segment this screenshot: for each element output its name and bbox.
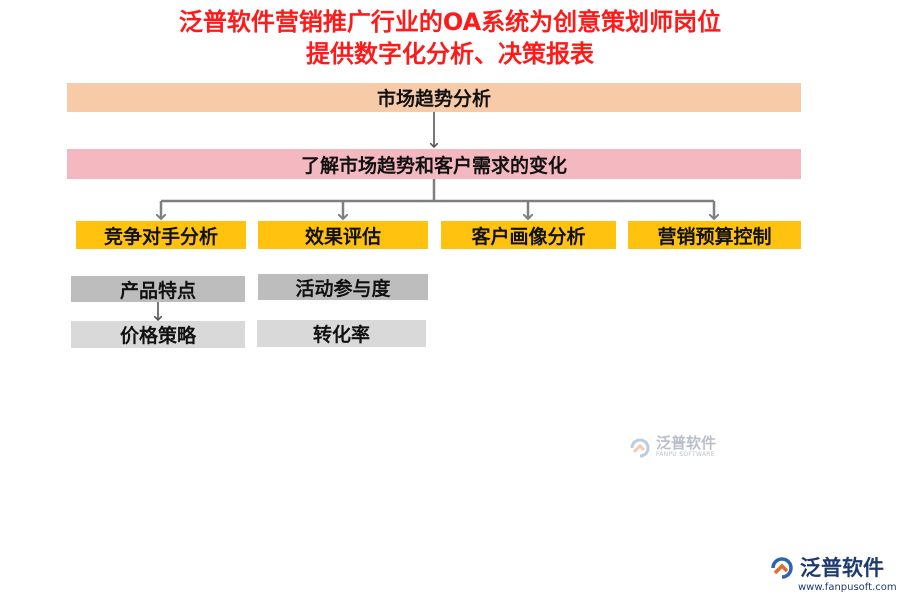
page-title-line-2: 提供数字化分析、决策报表 <box>306 40 594 68</box>
corner-logo: 泛普软件 www.fanpusoft.com <box>768 552 897 596</box>
node-marketing-budget-control: 营销预算控制 <box>628 221 801 249</box>
center-watermark: 泛普软件 FANPU SOFTWARE <box>628 432 728 464</box>
node-price-strategy: 价格策略 <box>71 321 245 348</box>
fanpu-corner-logo-icon <box>771 557 793 579</box>
corner-logo-url: www.fanpusoft.com <box>798 582 897 593</box>
node-understand-market-and-customer: 了解市场趋势和客户需求的变化 <box>67 149 801 179</box>
center-watermark-text: 泛普软件 <box>656 434 717 452</box>
node-competitor-analysis: 竞争对手分析 <box>76 221 246 249</box>
center-watermark-subtext: FANPU SOFTWARE <box>656 451 715 458</box>
corner-logo-text: 泛普软件 <box>800 556 884 580</box>
page-title-line-1: 泛普软件营销推广行业的OA系统为创意策划师岗位 <box>178 8 722 36</box>
node-activity-participation: 活动参与度 <box>258 274 428 300</box>
node-effect-evaluation: 效果评估 <box>258 221 428 249</box>
node-customer-persona-analysis: 客户画像分析 <box>441 221 616 249</box>
fanpu-logo-icon <box>630 438 650 458</box>
node-market-trend-analysis: 市场趋势分析 <box>67 83 801 112</box>
node-conversion-rate: 转化率 <box>257 320 426 347</box>
node-product-features: 产品特点 <box>71 276 245 302</box>
